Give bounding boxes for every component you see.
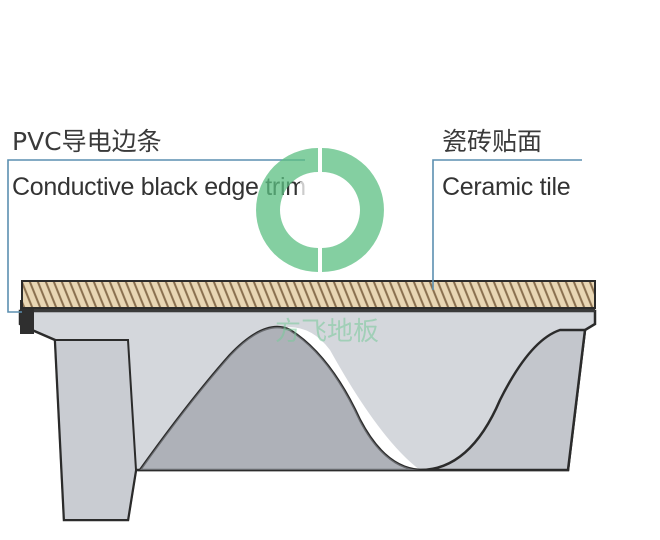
- label-right-chinese: 瓷砖贴面: [442, 127, 542, 156]
- ceramic-tile-layer: [21, 280, 596, 309]
- leader-line-left: [7, 159, 305, 313]
- label-left-chinese: PVC导电边条: [12, 127, 162, 156]
- panel-left-leg: [53, 339, 138, 521]
- label-right-english: Ceramic tile: [442, 173, 570, 201]
- hd-logo-icon: [256, 148, 384, 272]
- leader-line-right: [432, 159, 582, 290]
- label-left-english: Conductive black edge trim: [12, 173, 306, 201]
- panel-wave-highlight: [140, 327, 420, 470]
- watermark-text: 方飞地板: [275, 317, 379, 347]
